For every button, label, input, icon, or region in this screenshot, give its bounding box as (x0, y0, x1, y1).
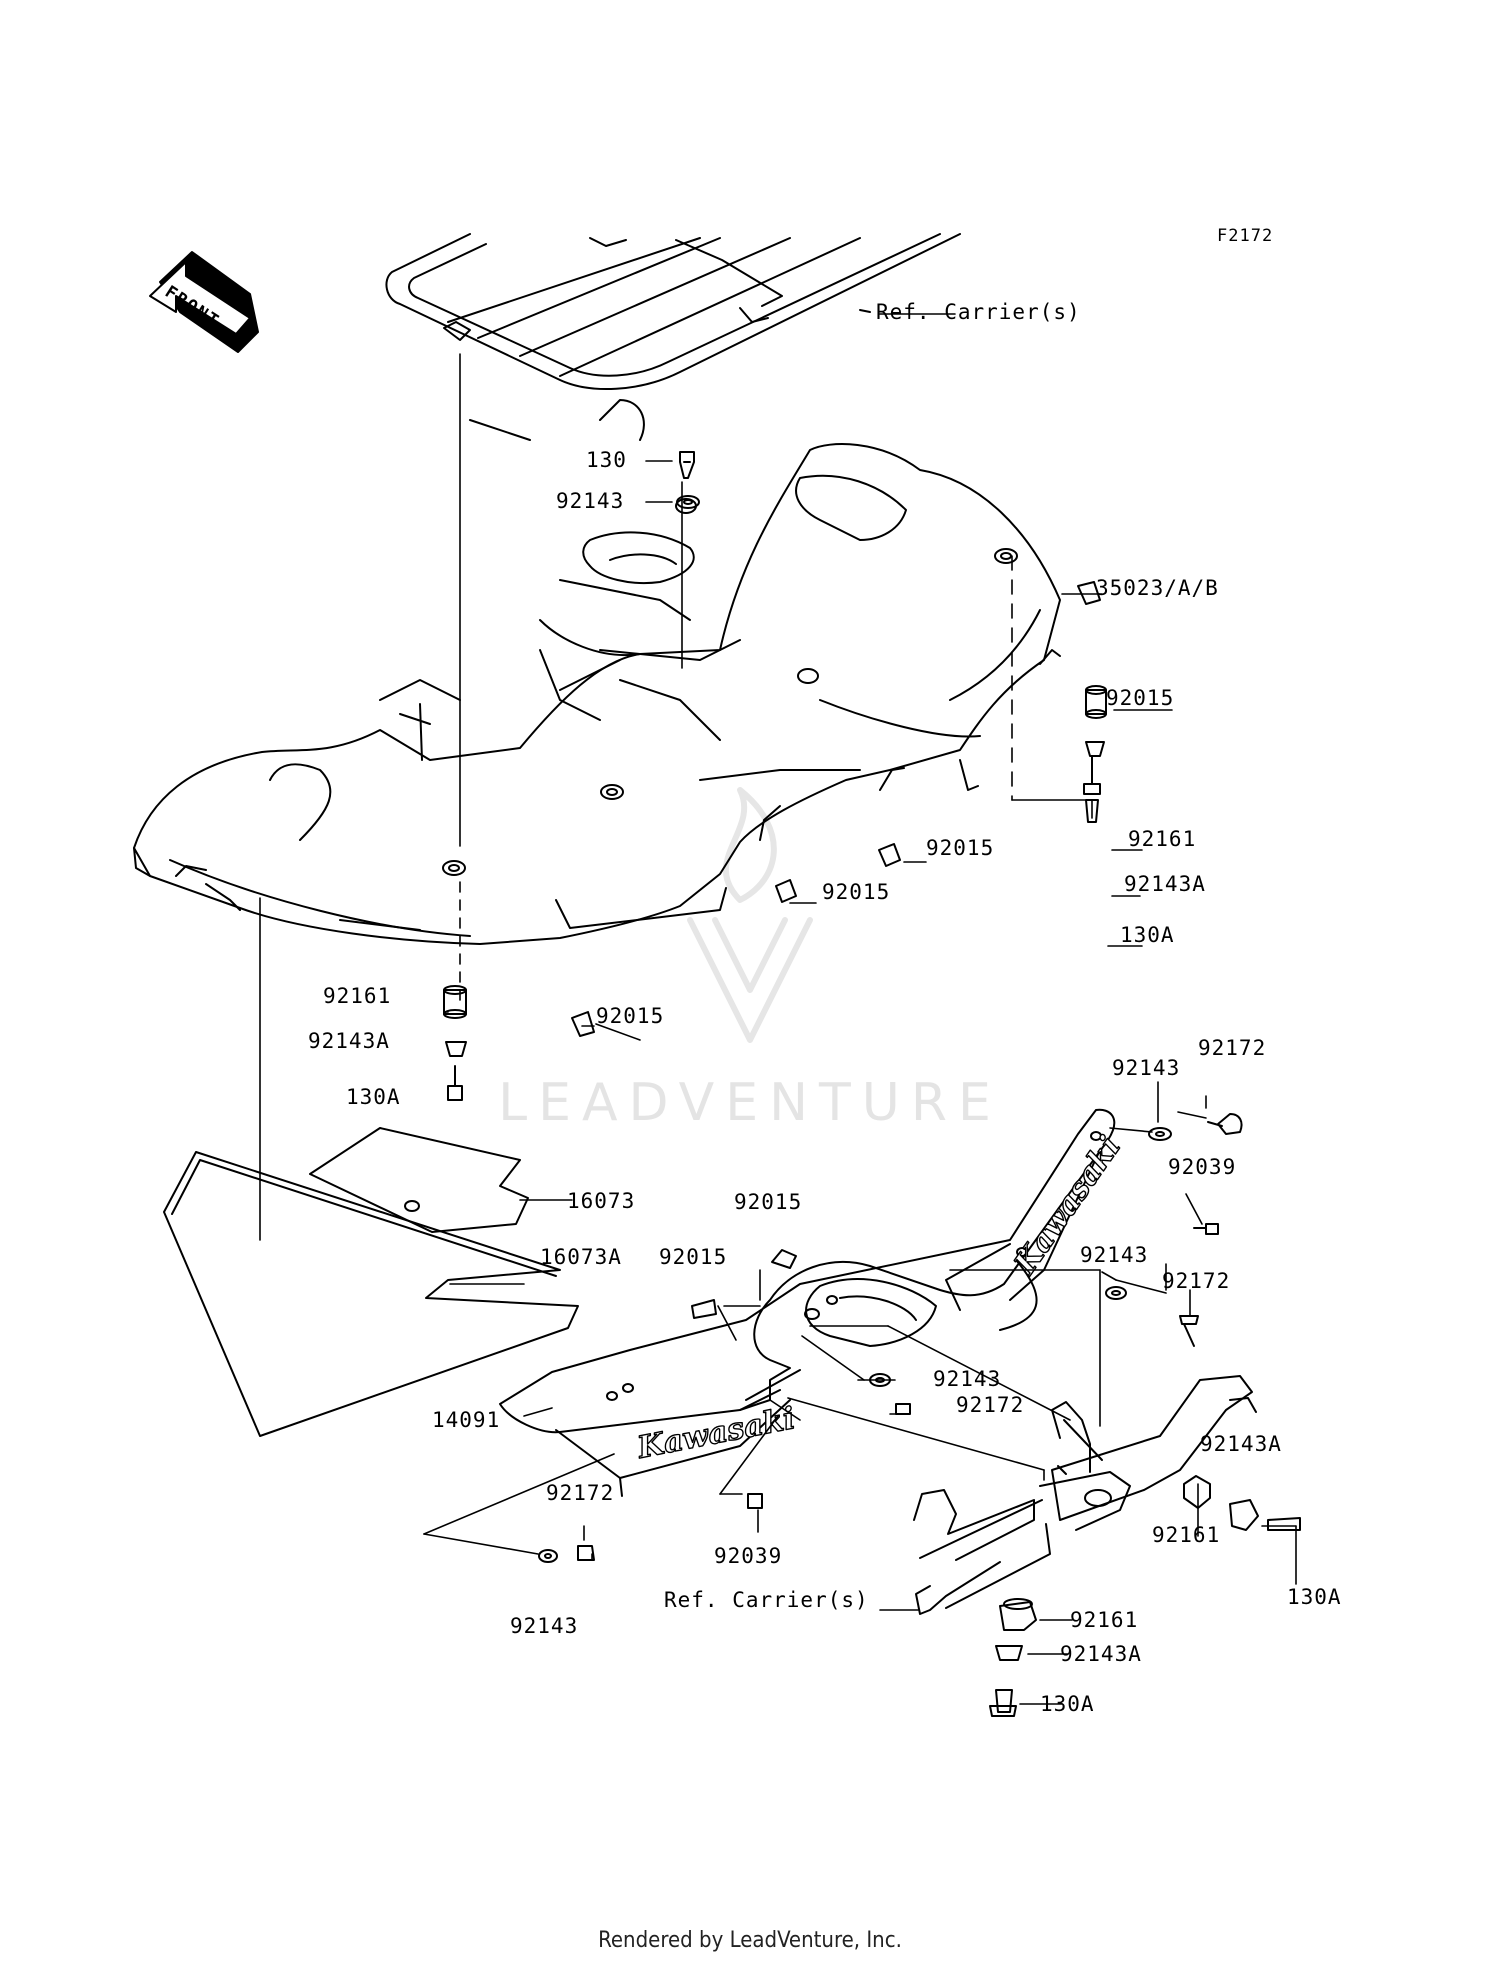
label-ref-carrier-top: Ref. Carrier(s) (876, 300, 1081, 324)
label-92015-left: 92015 (822, 880, 891, 904)
label-92015-part-2: 92015 (659, 1245, 728, 1269)
label-92015-right-1: 92015 (1106, 686, 1175, 710)
label-92172-group-2: 92172 (1162, 1269, 1231, 1293)
footer-credit: Rendered by LeadVenture, Inc. (598, 1928, 902, 1953)
watermark-text: LEADVENTURE (498, 1073, 1002, 1133)
label-130A-left: 130A (346, 1085, 401, 1109)
label-92143-group-4: 92143 (510, 1614, 579, 1638)
label-92161-group: 92161 (1152, 1523, 1221, 1547)
label-130A-group: 130A (1287, 1585, 1342, 1609)
label-92143-top: 92143 (556, 489, 625, 513)
label-92015-part-1: 92015 (734, 1190, 803, 1214)
label-92172-group-1: 92172 (1198, 1036, 1267, 1060)
watermark-logo (687, 787, 813, 1043)
label-92143-group-3: 92143 (933, 1367, 1002, 1391)
label-92015-mid: 92015 (926, 836, 995, 860)
label-92143A-right: 92143A (1124, 872, 1206, 896)
label-130-top: 130 (586, 448, 627, 472)
rubber-mats-outline (163, 1127, 579, 1437)
label-ref-carrier-bottom: Ref. Carrier(s) (664, 1588, 869, 1612)
label-92039-bottom: 92039 (714, 1544, 783, 1568)
label-92143-group-2: 92143 (1080, 1243, 1149, 1267)
hardware-parts-bottom (538, 1113, 1301, 1717)
label-92172-group-3: 92172 (956, 1393, 1025, 1417)
label-92161-bottom: 92161 (1070, 1608, 1139, 1632)
label-92143A-left: 92143A (308, 1029, 390, 1053)
carrier-rack-outline (385, 233, 961, 391)
label-92015-bottom: 92015 (596, 1004, 665, 1028)
rear-fender-outline (133, 399, 1061, 945)
label-130A-bottom: 130A (1040, 1692, 1095, 1716)
label-35023: 35023/A/B (1096, 576, 1219, 600)
label-92161-left: 92161 (323, 984, 392, 1008)
label-92143A-bottom: 92143A (1060, 1642, 1142, 1666)
kawasaki-logo-left: Kawasaki (634, 1401, 798, 1466)
label-16073A: 16073A (540, 1245, 622, 1269)
label-16073: 16073 (567, 1189, 636, 1213)
leader-lines-top (259, 313, 1173, 1241)
figure-code: F2172 (1217, 226, 1274, 246)
side-covers-outline: Kawasaki Kawasaki (499, 1108, 1257, 1615)
label-92039-right: 92039 (1168, 1155, 1237, 1179)
front-arrow-icon (149, 251, 259, 353)
hardware-parts-top (443, 451, 1107, 1101)
label-92143-group-1: 92143 (1112, 1056, 1181, 1080)
label-92172-group-4: 92172 (546, 1481, 615, 1505)
label-92161-right: 92161 (1128, 827, 1197, 851)
label-130A-right: 130A (1120, 923, 1175, 947)
label-92143A-group: 92143A (1200, 1432, 1282, 1456)
label-14091: 14091 (432, 1408, 501, 1432)
